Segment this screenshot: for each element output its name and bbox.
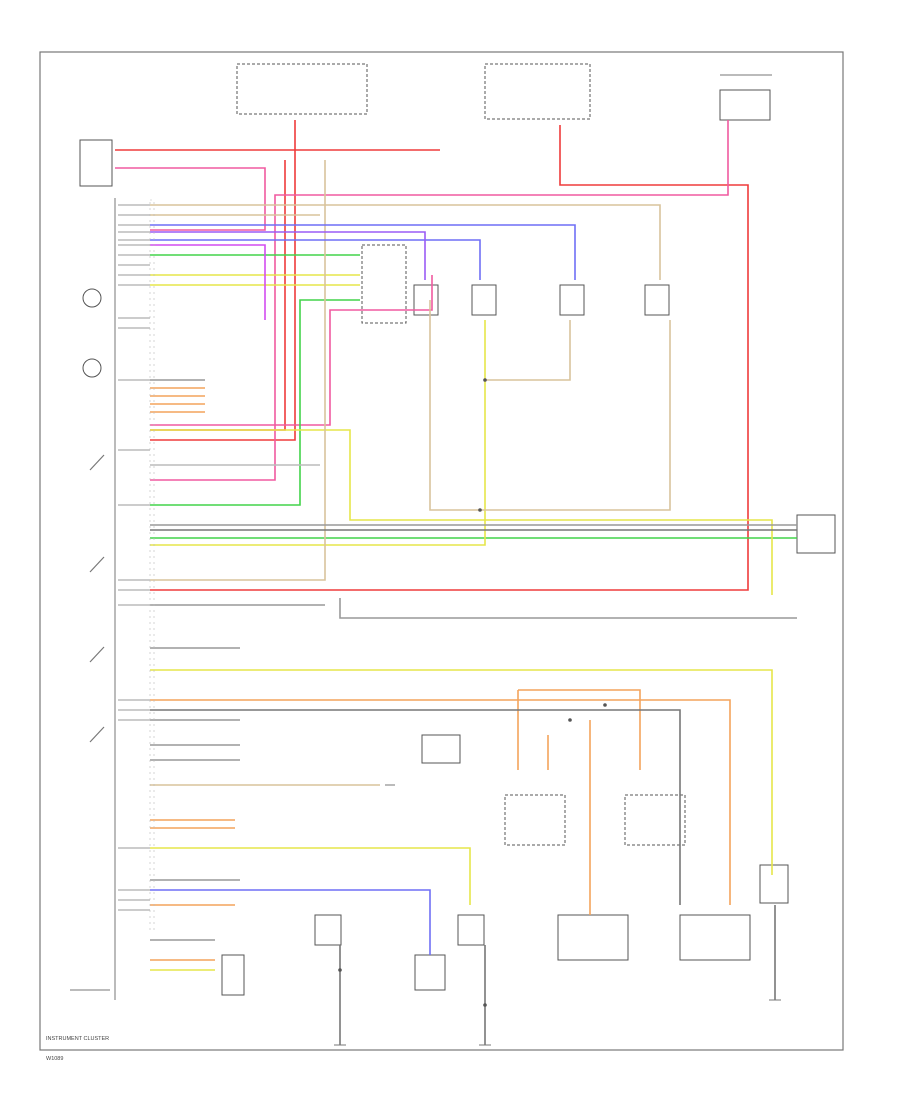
bottom-module: [414, 954, 446, 991]
module-lower-1: [504, 794, 566, 846]
pressure-switch: [421, 734, 461, 764]
module-lower-4: [679, 914, 751, 961]
switch-2: [471, 284, 497, 316]
wire-tan-4: [485, 320, 571, 381]
gauge-needle-2: [89, 556, 105, 573]
wire-yellow-5: [150, 320, 486, 546]
wire-green-1: [150, 299, 360, 506]
diagram-frame: [39, 51, 844, 1051]
wire-gray-4: [339, 598, 797, 619]
bottom-switch-2: [457, 914, 485, 946]
wire-blue-1: [150, 239, 481, 280]
wire-yellow-3: [150, 429, 773, 595]
fuse-block: [484, 63, 591, 120]
gauge-needle-4: [89, 726, 105, 743]
sensor-right: [759, 864, 789, 904]
wire-blue-2: [150, 224, 576, 280]
wire-pink-2: [150, 120, 729, 481]
diagram-code: W1089: [46, 1056, 63, 1062]
wire-yellow-4: [150, 847, 471, 905]
instrument-cluster-label: INSTRUMENT CLUSTER: [46, 1036, 109, 1042]
switch-1: [413, 284, 439, 316]
connector-terminals: [149, 199, 155, 931]
data-link-connector: [796, 514, 836, 554]
wire-purple-1: [150, 231, 426, 280]
wire-magenta-1: [150, 244, 266, 320]
bottom-left-box: [221, 954, 245, 996]
indicator-lamp-2: [82, 358, 102, 378]
wire-orange-1: [150, 699, 731, 905]
wire-red-2: [150, 120, 296, 441]
wire-pink-3: [150, 275, 433, 426]
fuel-level-sensor: [719, 89, 771, 121]
wire-tan-3: [429, 300, 671, 511]
gauge-needle-3: [89, 646, 105, 663]
wire-orange-2: [518, 689, 641, 770]
module-lower-2: [624, 794, 686, 846]
switch-3: [559, 284, 585, 316]
control-module-center: [361, 244, 407, 324]
ignition-switch: [236, 63, 368, 115]
wire-tan-5: [150, 160, 326, 581]
wire-yellow-6: [150, 669, 773, 875]
cluster-control-module: [79, 139, 113, 187]
module-lower-3: [557, 914, 629, 961]
wire-tan-1: [150, 204, 661, 280]
indicator-lamp-1: [82, 288, 102, 308]
switch-4: [644, 284, 670, 316]
wire-red-4: [150, 125, 749, 591]
wire-pink-1: [115, 167, 266, 231]
wire-gray-5: [150, 709, 681, 905]
splice-dots: [338, 378, 607, 1007]
cluster-pin-stubs: [118, 204, 150, 911]
gauge-needle-1: [89, 454, 105, 471]
ground-symbols: [334, 784, 781, 1046]
bottom-switch-1: [314, 914, 342, 946]
wire-blue-3: [150, 889, 431, 955]
